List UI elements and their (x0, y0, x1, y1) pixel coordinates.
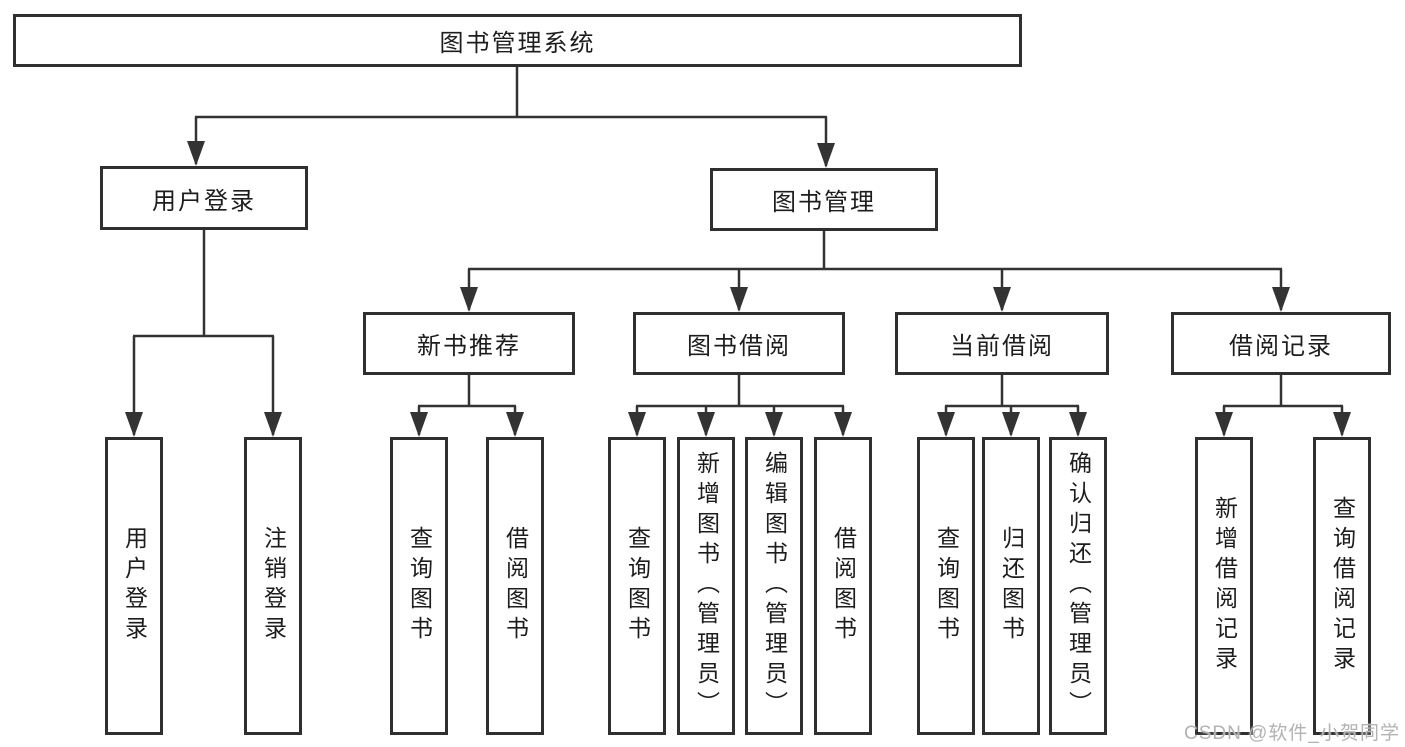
leaf-add-book-admin: 新增图书（管理员） (677, 437, 735, 735)
node-book-borrowing-label: 图书借阅 (687, 333, 791, 360)
watermark: CSDN @软件_小贺同学 (1184, 723, 1400, 744)
leaf-return-books: 归还图书 (982, 437, 1040, 735)
leaf-confirm-return-admin: 确认归还（管理员） (1049, 437, 1107, 735)
node-new-book-recommend-label: 新书推荐 (417, 333, 521, 360)
node-borrow-records-label: 借阅记录 (1229, 333, 1333, 360)
leaf-query-books-recommend: 查询图书 (390, 437, 448, 735)
node-current-borrowing: 当前借阅 (895, 312, 1109, 375)
leaf-edit-book-admin: 编辑图书（管理员） (745, 437, 803, 735)
node-current-borrowing-label: 当前借阅 (950, 333, 1054, 360)
node-new-book-recommend: 新书推荐 (363, 312, 575, 375)
leaf-query-borrow-record: 查询借阅记录 (1313, 437, 1371, 735)
leaf-borrow-books-borrowing: 借阅图书 (814, 437, 872, 735)
node-book-borrowing: 图书借阅 (633, 312, 845, 375)
node-borrow-records: 借阅记录 (1171, 312, 1391, 375)
leaf-query-books-current: 查询图书 (917, 437, 975, 735)
node-book-management: 图书管理 (710, 168, 938, 231)
node-root: 图书管理系统 (13, 14, 1022, 67)
leaf-borrow-books-recommend: 借阅图书 (486, 437, 544, 735)
leaf-query-books-borrowing: 查询图书 (608, 437, 666, 735)
node-user-login: 用户登录 (100, 166, 308, 230)
leaf-logout: 注销登录 (244, 437, 302, 735)
leaf-add-borrow-record: 新增借阅记录 (1195, 437, 1253, 735)
node-root-label: 图书管理系统 (439, 30, 596, 57)
node-user-login-label: 用户登录 (152, 187, 256, 215)
leaf-user-login: 用户登录 (105, 437, 163, 735)
node-book-management-label: 图书管理 (772, 189, 876, 216)
